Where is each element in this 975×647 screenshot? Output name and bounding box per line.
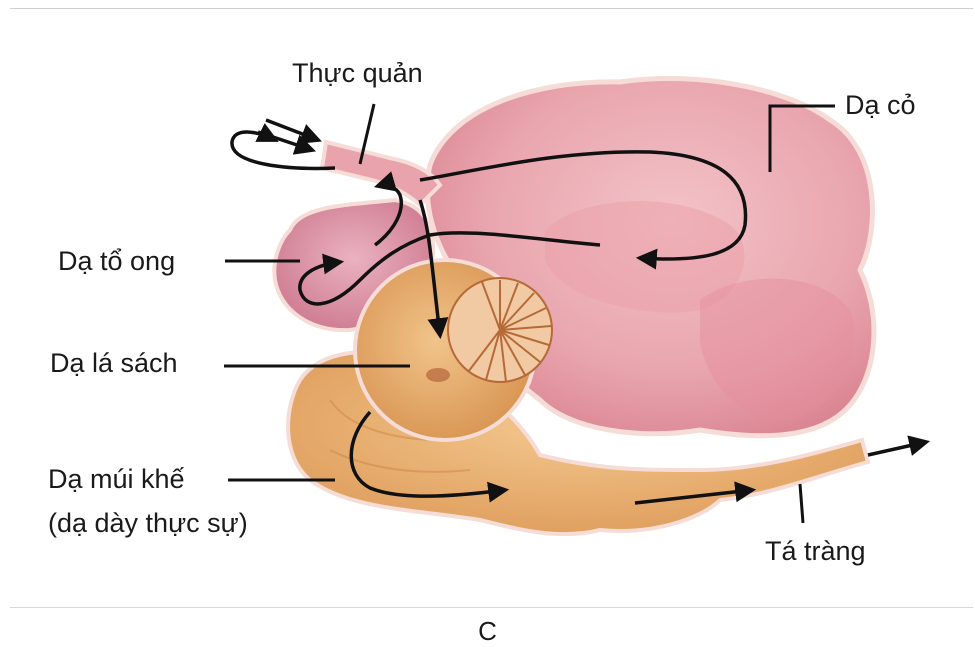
label-esophagus: Thực quản [292,58,423,88]
label-abomasum-note: (dạ dày thực sự) [48,508,248,538]
label-omasum: Dạ lá sách [50,348,178,378]
label-abomasum: Dạ múi khế [48,464,185,494]
label-reticulum: Dạ tổ ong [58,246,175,276]
label-rumen: Dạ cỏ [845,90,916,120]
label-duodenum: Tá tràng [765,536,866,566]
esophagus-shape [322,142,440,205]
arrow-exit [868,442,926,455]
arrow-loop [232,132,335,168]
omasum-spot [426,368,450,382]
leader-duodenum [800,484,803,523]
figure-caption: C [0,616,975,647]
